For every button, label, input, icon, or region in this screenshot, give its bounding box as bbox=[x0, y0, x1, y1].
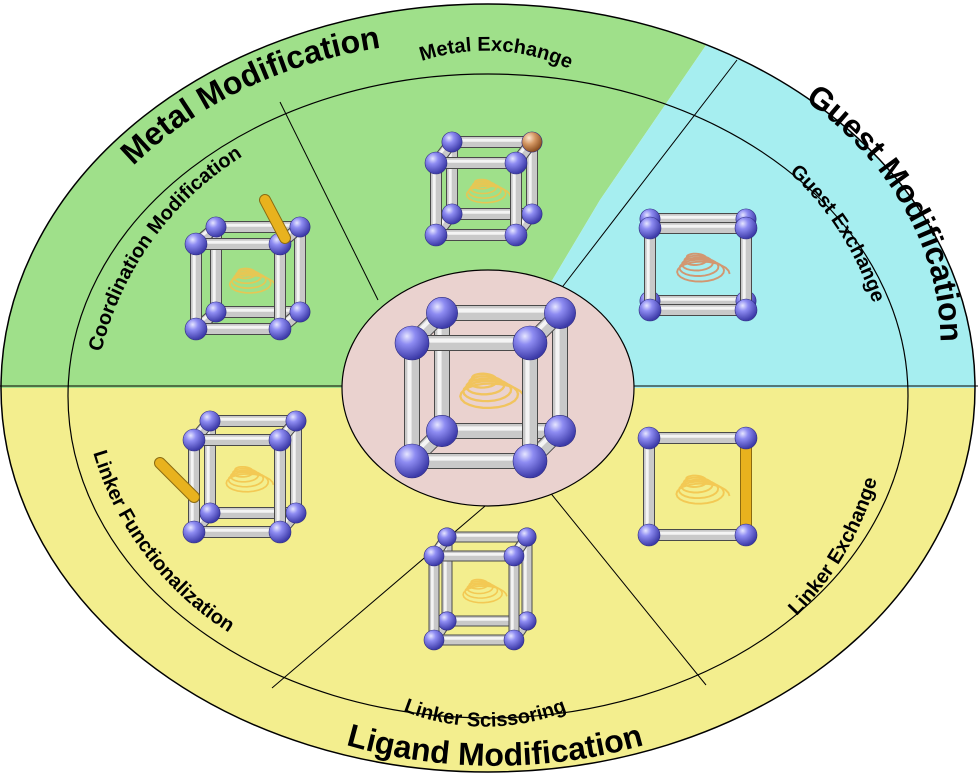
metal-node bbox=[426, 415, 458, 447]
metal-node bbox=[285, 502, 307, 524]
metal-node bbox=[423, 629, 445, 651]
metal-node bbox=[289, 301, 311, 323]
guest-spring bbox=[459, 372, 526, 410]
metal-node bbox=[734, 426, 758, 450]
functional-group bbox=[260, 195, 290, 243]
metal-node bbox=[512, 443, 548, 479]
metal-node bbox=[504, 151, 528, 175]
metal-node bbox=[503, 629, 525, 651]
guest-exchange-cube bbox=[638, 208, 758, 322]
guest-spring bbox=[676, 252, 731, 283]
metal-node bbox=[424, 223, 448, 247]
metal-node bbox=[199, 410, 221, 432]
metal-node bbox=[637, 426, 661, 450]
metal-node bbox=[424, 151, 448, 175]
metal-node bbox=[268, 428, 292, 452]
linker-scissoring-left-divider bbox=[271, 494, 499, 689]
metal-node bbox=[423, 545, 445, 567]
metal-node bbox=[638, 298, 662, 322]
metal-node bbox=[205, 216, 227, 238]
metal-node bbox=[182, 428, 206, 452]
metal-node bbox=[437, 527, 457, 547]
metal-node bbox=[734, 298, 758, 322]
metal-node bbox=[184, 317, 208, 341]
metal-node bbox=[426, 297, 458, 329]
metal-node bbox=[512, 325, 548, 361]
guest-spring bbox=[465, 178, 512, 204]
metal-node bbox=[544, 415, 576, 447]
metal-node bbox=[503, 545, 525, 567]
linker-scissoring-right-divider bbox=[539, 479, 707, 686]
guest-metal-divider bbox=[559, 59, 738, 291]
linker-exchange-cube bbox=[637, 426, 758, 547]
metal-node bbox=[734, 523, 758, 547]
metal-node bbox=[268, 520, 292, 544]
metal-node bbox=[517, 527, 537, 547]
metal-node bbox=[205, 301, 227, 323]
guest-spring bbox=[228, 267, 277, 294]
metal-node bbox=[394, 325, 430, 361]
metal-node bbox=[441, 203, 463, 225]
coordination-modification-cube bbox=[184, 194, 311, 341]
parent-mof-cube bbox=[394, 297, 576, 479]
guest-spring bbox=[462, 578, 508, 604]
metal-node bbox=[637, 523, 661, 547]
linker-scissoring-cube bbox=[423, 527, 537, 651]
metal-modification-region bbox=[1, 4, 737, 388]
guest-spring bbox=[675, 474, 731, 505]
metal-node bbox=[734, 216, 758, 240]
metal-node bbox=[184, 232, 208, 256]
metal-node bbox=[544, 297, 576, 329]
metal-node bbox=[521, 131, 543, 153]
metal-node bbox=[285, 410, 307, 432]
metal-node bbox=[504, 223, 528, 247]
metal-node bbox=[199, 502, 221, 524]
functional-group bbox=[155, 458, 199, 502]
inner-ring bbox=[67, 73, 909, 719]
metal-node bbox=[521, 203, 543, 225]
metal-node bbox=[394, 443, 430, 479]
linker-functionalization-cube bbox=[154, 410, 307, 544]
metal-node bbox=[441, 131, 463, 153]
metal-node bbox=[182, 520, 206, 544]
metal-node bbox=[268, 317, 292, 341]
metal-exchange-cube bbox=[424, 131, 543, 247]
outer-ring bbox=[0, 3, 976, 773]
metal-node bbox=[638, 216, 662, 240]
metal-node bbox=[517, 611, 537, 631]
metal-node bbox=[437, 611, 457, 631]
metal-exchange-left-divider bbox=[279, 101, 379, 301]
guest-spring bbox=[225, 465, 275, 493]
metal-node bbox=[289, 216, 311, 238]
